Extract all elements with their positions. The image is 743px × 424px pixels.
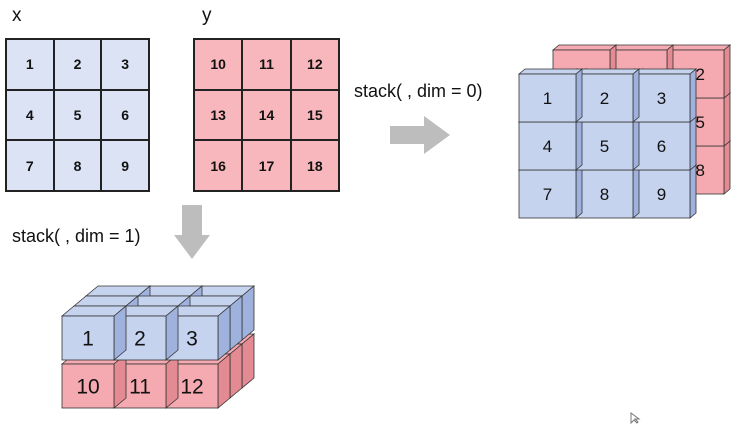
cube-front-face xyxy=(575,121,634,171)
stack-dim1-label: stack( , dim = 1) xyxy=(12,226,141,246)
cube-side-face xyxy=(113,353,127,409)
cube-front-face xyxy=(61,363,115,409)
stack-dim0-label: stack( , dim = 0) xyxy=(354,81,483,101)
cube-label: 8 xyxy=(600,185,609,204)
cube-label: 12 xyxy=(180,375,203,398)
y-cell: 10 xyxy=(194,39,243,90)
stack-dim0-front-layer: 9 8 7 6 5 4 3 2 1 xyxy=(517,68,698,219)
y-cell: 18 xyxy=(290,140,339,191)
cube-side-face xyxy=(632,68,640,123)
stack-dim1-top-layer: 3 2 1 xyxy=(60,285,256,361)
cube-side-face xyxy=(229,343,243,399)
cube-top-face xyxy=(608,44,675,51)
cube-side-face xyxy=(723,140,731,195)
cube-front-face xyxy=(575,73,634,123)
cube-top-face xyxy=(517,68,584,75)
cube-side-face xyxy=(165,305,179,361)
cube-side-face xyxy=(575,164,583,219)
mouse-cursor-icon xyxy=(630,412,641,424)
cube-top-face xyxy=(665,44,732,51)
cube: 5 xyxy=(574,116,641,171)
y-cell: 12 xyxy=(290,39,339,90)
x-cell: 7 xyxy=(6,140,54,191)
cube: 10 xyxy=(60,353,128,409)
cube-label: 3 xyxy=(657,89,666,108)
cube: 2 xyxy=(574,68,641,123)
cube-side-face xyxy=(241,285,255,341)
cube: 3 xyxy=(631,68,698,123)
cube-side-face xyxy=(689,164,697,219)
cube-side-face xyxy=(575,116,583,171)
y-cell: 15 xyxy=(290,89,339,141)
y-cell: 16 xyxy=(194,140,243,191)
cube-label: 6 xyxy=(657,137,666,156)
cube-side-face xyxy=(723,92,731,147)
cube-label: 1 xyxy=(543,89,552,108)
cube-front-face xyxy=(632,121,691,171)
cube-front-face xyxy=(518,73,577,123)
cube-side-face xyxy=(575,68,583,123)
cube-label: 9 xyxy=(657,185,666,204)
cube-label: 3 xyxy=(186,327,198,350)
y-label: y xyxy=(202,5,212,26)
cube-side-face xyxy=(689,116,697,171)
cube-label: 2 xyxy=(600,89,609,108)
cube-side-face xyxy=(113,305,127,361)
cube-top-face xyxy=(574,68,641,75)
cube-label: 5 xyxy=(600,137,609,156)
cube-side-face xyxy=(217,305,231,361)
y-tensor-grid: 10 11 12 13 14 15 16 17 18 xyxy=(193,38,340,192)
cube-side-face xyxy=(689,68,697,123)
cube-label: 10 xyxy=(76,375,99,398)
cube-front-face xyxy=(61,315,115,361)
arrow-right-icon xyxy=(390,116,450,154)
x-cell: 6 xyxy=(101,89,149,141)
cube-side-face xyxy=(632,164,640,219)
cube: 4 xyxy=(517,116,584,171)
cube-label: 4 xyxy=(543,137,552,156)
x-cell: 9 xyxy=(101,140,149,191)
x-cell: 3 xyxy=(101,39,149,90)
cube-label: 11 xyxy=(129,375,151,398)
x-cell: 2 xyxy=(53,39,102,90)
cube-label: 7 xyxy=(543,185,552,204)
x-cell: 1 xyxy=(6,39,54,90)
cube-side-face xyxy=(165,353,179,409)
x-cell: 8 xyxy=(53,140,102,191)
cube-side-face xyxy=(723,44,731,99)
cube: 8 xyxy=(574,164,641,219)
cube-top-face xyxy=(551,44,618,51)
y-cell: 13 xyxy=(194,89,243,141)
stack-dim1-3d: 12 11 10 3 2 1 xyxy=(60,285,256,409)
cube-front-face xyxy=(632,169,691,219)
cube: 9 xyxy=(631,164,698,219)
cube-front-face xyxy=(575,169,634,219)
cube: 1 xyxy=(517,68,584,123)
x-label: x xyxy=(12,5,22,26)
y-cell: 17 xyxy=(242,140,291,191)
cube: 1 xyxy=(60,305,128,361)
cube-label: 1 xyxy=(82,327,94,350)
x-cell: 4 xyxy=(6,89,54,141)
cube-side-face xyxy=(241,333,255,389)
cube: 7 xyxy=(517,164,584,219)
y-cell: 11 xyxy=(242,39,291,90)
cube: 6 xyxy=(631,116,698,171)
cube-label: 2 xyxy=(134,327,146,350)
y-cell: 14 xyxy=(242,89,291,141)
arrow-down-icon xyxy=(174,205,210,259)
cube-top-face xyxy=(631,68,698,75)
x-cell: 5 xyxy=(53,89,102,141)
x-tensor-grid: 1 2 3 4 5 6 7 8 9 xyxy=(5,38,150,192)
cube-side-face xyxy=(632,116,640,171)
cube-side-face xyxy=(229,295,243,351)
cube-side-face xyxy=(217,353,231,409)
